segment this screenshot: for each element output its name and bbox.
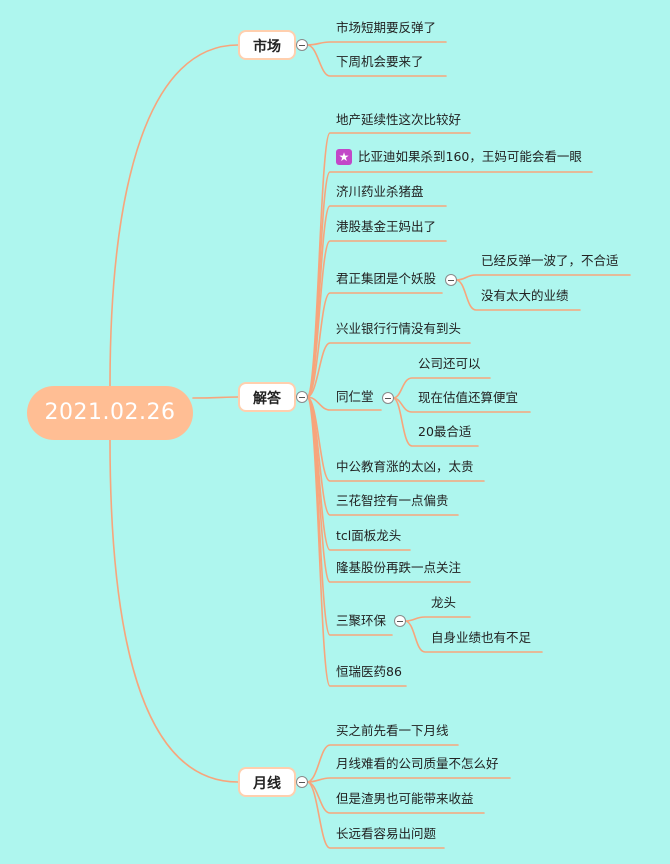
leaf-junzheng-1[interactable]: 已经反弹一波了，不合适 — [481, 253, 619, 268]
leaf-tcl[interactable]: tcl面板龙头 — [336, 528, 402, 543]
leaf-hk-fund[interactable]: 港股基金王妈出了 — [336, 219, 437, 234]
leaf-monthly-1[interactable]: 买之前先看一下月线 — [336, 723, 449, 738]
leaf-junzheng-2[interactable]: 没有太大的业绩 — [481, 288, 569, 303]
collapse-minus-icon[interactable] — [394, 615, 406, 627]
leaf-sanhua[interactable]: 三花智控有一点偏贵 — [336, 493, 449, 508]
collapse-minus-icon[interactable] — [296, 39, 308, 51]
branch-answers[interactable]: 解答 — [238, 382, 296, 412]
leaf-junzheng[interactable]: 君正集团是个妖股 — [336, 271, 437, 286]
leaf-tongrentang-2[interactable]: 现在估值还算便宜 — [418, 390, 519, 405]
leaf-market-1[interactable]: 市场短期要反弹了 — [336, 20, 437, 35]
leaf-sanju-1[interactable]: 龙头 — [431, 595, 457, 610]
leaf-sanju-2[interactable]: 自身业绩也有不足 — [431, 630, 532, 645]
branch-monthly[interactable]: 月线 — [238, 767, 296, 797]
collapse-minus-icon[interactable] — [296, 391, 308, 403]
leaf-monthly-3[interactable]: 但是渣男也可能带来收益 — [336, 791, 474, 806]
leaf-cib[interactable]: 兴业银行行情没有到头 — [336, 321, 462, 336]
leaf-offcn[interactable]: 中公教育涨的太凶，太贵 — [336, 459, 474, 474]
leaf-monthly-4[interactable]: 长远看容易出问题 — [336, 826, 437, 841]
leaf-real-estate[interactable]: 地产延续性这次比较好 — [336, 112, 462, 127]
leaf-tongrentang[interactable]: 同仁堂 — [336, 389, 374, 404]
leaf-jichuan[interactable]: 济川药业杀猪盘 — [336, 184, 424, 199]
star-icon: ★ — [336, 149, 352, 165]
leaf-tongrentang-1[interactable]: 公司还可以 — [418, 356, 481, 371]
branch-market[interactable]: 市场 — [238, 30, 296, 60]
root-node[interactable]: 2021.02.26 — [27, 386, 193, 440]
leaf-longi[interactable]: 隆基股份再跌一点关注 — [336, 560, 462, 575]
leaf-market-2[interactable]: 下周机会要来了 — [336, 54, 424, 69]
collapse-minus-icon[interactable] — [445, 274, 457, 286]
collapse-minus-icon[interactable] — [296, 776, 308, 788]
leaf-hengrui[interactable]: 恒瑞医药86 — [336, 664, 402, 679]
leaf-tongrentang-3[interactable]: 20最合适 — [418, 424, 472, 439]
collapse-minus-icon[interactable] — [382, 392, 394, 404]
leaf-monthly-2[interactable]: 月线难看的公司质量不怎么好 — [336, 756, 499, 771]
leaf-sanju[interactable]: 三聚环保 — [336, 613, 387, 628]
leaf-byd[interactable]: 比亚迪如果杀到160，王妈可能会看一眼 — [358, 149, 582, 164]
